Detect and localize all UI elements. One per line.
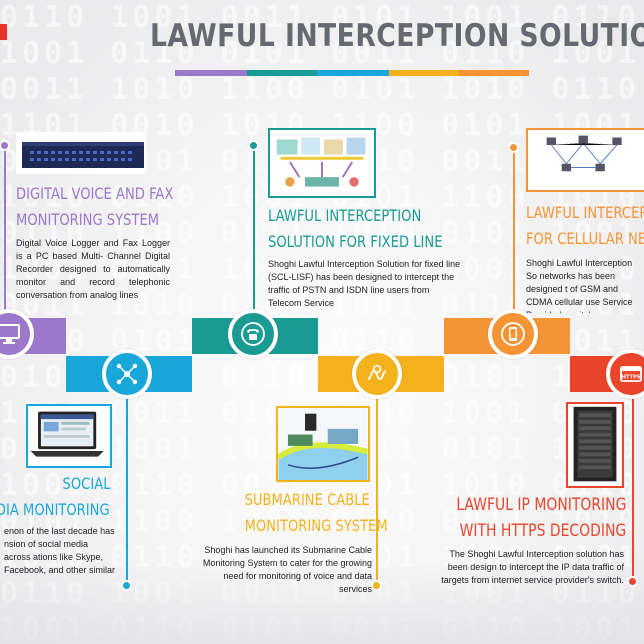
voice-description: Digital Voice Logger and Fax Logger is a… bbox=[16, 238, 170, 300]
red-corner-mark bbox=[0, 24, 7, 40]
circle-cellular bbox=[488, 309, 538, 359]
desktop-monitor-icon bbox=[0, 324, 20, 344]
cable-coil-icon bbox=[367, 364, 387, 380]
connector-dot-purple bbox=[0, 140, 10, 151]
network-nodes-icon bbox=[116, 363, 138, 385]
submarine-cable-image bbox=[276, 406, 370, 482]
voice-logger-image bbox=[16, 132, 146, 174]
ip-heading-line1: LAWFUL IP MONITORING bbox=[455, 495, 626, 515]
ip-heading-line2: WITH HTTPS DECODING bbox=[459, 521, 626, 541]
voice-heading-line2: MONITORING SYSTEM bbox=[16, 210, 160, 229]
title-bar-yellow bbox=[389, 70, 459, 76]
fixed-heading-line1: LAWFUL INTERCEPTION bbox=[268, 206, 422, 225]
https-browser-icon: HTTPS bbox=[620, 366, 642, 382]
title-bar-blue bbox=[317, 70, 389, 76]
title-bar-orange bbox=[459, 70, 529, 76]
ip-description: The Shoghi Lawful Interception solution … bbox=[441, 549, 624, 585]
ip-server-rack-image bbox=[566, 402, 624, 488]
telephone-icon bbox=[241, 322, 265, 346]
connector-dot-red bbox=[627, 576, 638, 587]
connector-teal bbox=[253, 146, 255, 318]
circle-fixed bbox=[228, 309, 278, 359]
connector-purple bbox=[4, 146, 6, 318]
connector-dot-yellow bbox=[371, 580, 382, 591]
cellular-diagram-image bbox=[526, 128, 644, 192]
voice-heading-line1: DIGITAL VOICE AND FAX bbox=[16, 184, 174, 203]
fixed-line-diagram-image bbox=[268, 128, 376, 198]
fixed-description: Shoghi Lawful Interception Solution for … bbox=[268, 259, 461, 308]
connector-orange bbox=[513, 148, 515, 318]
submarine-description: Shoghi has launched its Submarine Cable … bbox=[202, 545, 372, 594]
title-bar-teal bbox=[247, 70, 317, 76]
connector-dot-blue bbox=[121, 580, 132, 591]
connector-yellow bbox=[376, 392, 378, 584]
connector-dot-orange bbox=[508, 142, 519, 153]
circle-ip: HTTPS bbox=[606, 349, 644, 399]
social-heading-line1: SOCIAL bbox=[62, 474, 110, 493]
submarine-heading-line1: SUBMARINE CABLE bbox=[244, 490, 370, 509]
cellular-heading-line1: LAWFUL INTERCEPTIO bbox=[526, 203, 644, 222]
page-title: LAWFUL INTERCEPTION SOLUTION bbox=[150, 18, 644, 54]
title-bar-purple bbox=[175, 70, 247, 76]
submarine-heading-line2: MONITORING SYSTEM bbox=[244, 516, 388, 535]
connector-dot-teal bbox=[248, 140, 259, 151]
circle-submarine bbox=[352, 349, 402, 399]
circle-social bbox=[102, 349, 152, 399]
cellular-heading-line2: FOR CELLULAR NETW bbox=[526, 229, 644, 248]
social-heading-line2: MEDIA MONITORING bbox=[0, 500, 110, 519]
social-description: enon of the last decade has nsion of soc… bbox=[4, 526, 116, 579]
cellular-description: Shoghi Lawful Interception So networks h… bbox=[526, 258, 633, 313]
https-icon-label: HTTPS bbox=[621, 375, 640, 381]
connector-blue bbox=[126, 392, 128, 584]
mobile-phone-icon bbox=[501, 322, 525, 346]
social-laptop-image bbox=[26, 404, 112, 468]
fixed-heading-line2: SOLUTION FOR FIXED LINE bbox=[268, 232, 443, 251]
connector-red bbox=[632, 392, 634, 580]
